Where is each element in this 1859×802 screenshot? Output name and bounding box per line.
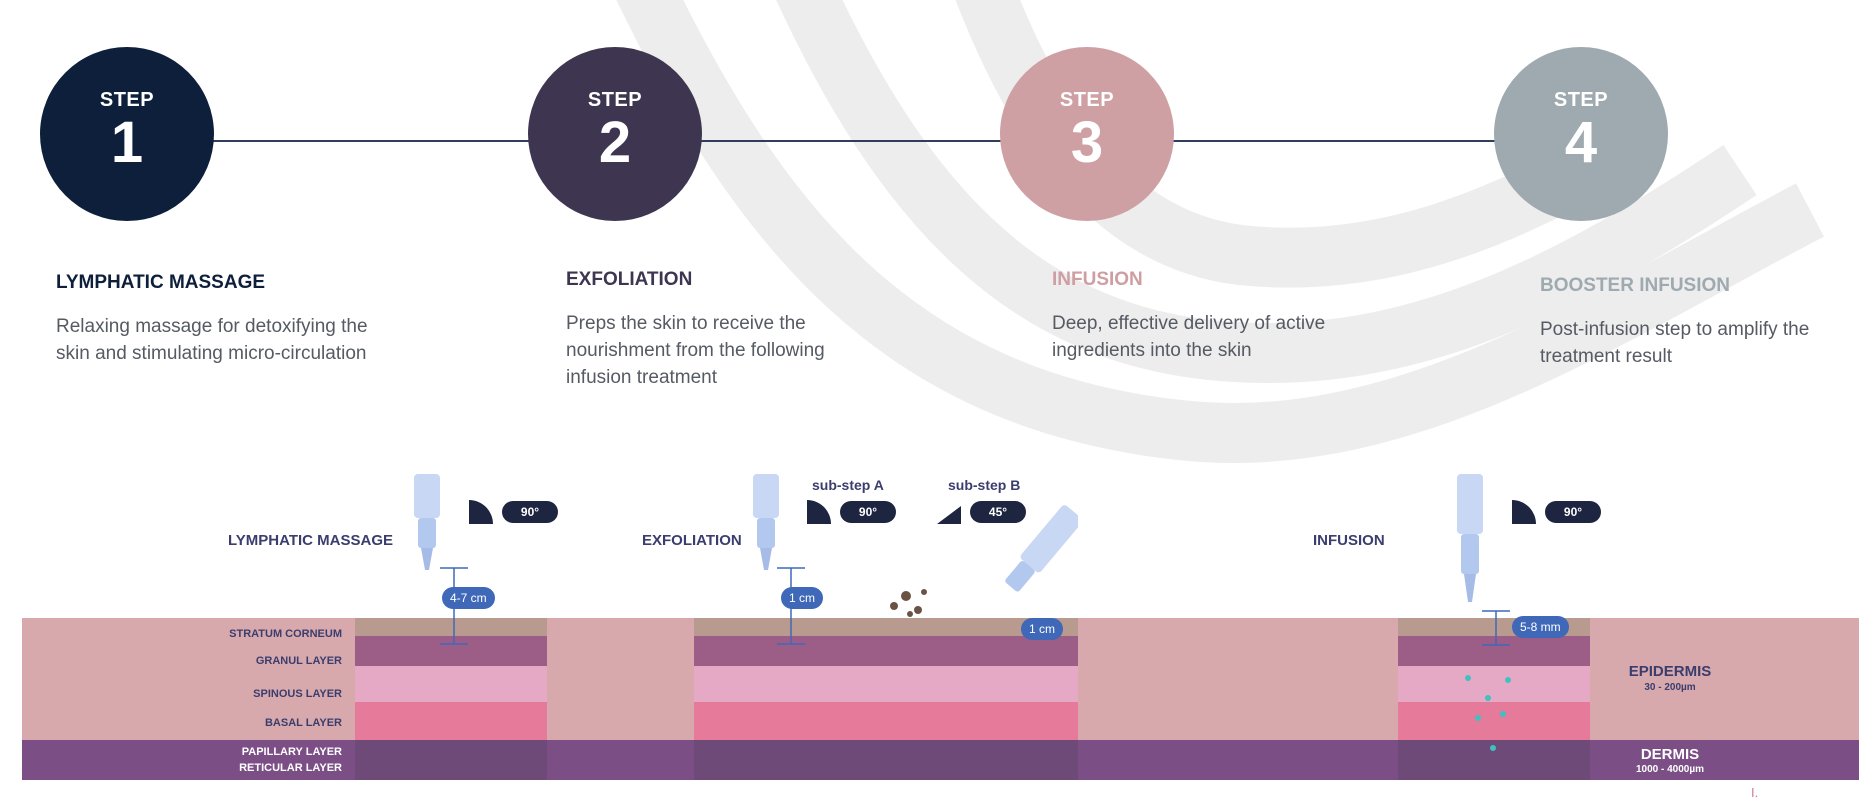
step-1-description: Relaxing massage for detoxifying the ski… [56,316,368,364]
dermis-name: DERMIS [1640,746,1700,763]
step-2-circle: STEP 2 [528,47,702,221]
distance-badge: 4-7 cm [442,587,495,609]
device-nozzle-icon [1457,474,1483,602]
skin-tissue-illustration-1 [355,618,547,780]
step-4-title: BOOSTER INFUSION [1540,275,1731,296]
exfoliation-debris-icon [890,589,927,617]
layer-label-spinous: SPINOUS LAYER [253,688,342,700]
angle-90-icon [1512,500,1536,524]
layer-label-stratum-corneum: STRATUM CORNEUM [229,628,342,640]
angle-badge-b: 45° [970,501,1026,523]
step-3-description: Deep, effective delivery of active ingre… [1052,313,1326,361]
step-1-title: LYMPHATIC MASSAGE [56,272,266,293]
distance-badge-b: 1 cm [1021,618,1064,640]
footer-mark: I. [1751,785,1759,800]
step-2-description: Preps the skin to receive the nourishmen… [566,313,825,388]
step-4-circle: STEP 4 [1494,47,1668,221]
diagram-1-label: LYMPHATIC MASSAGE [228,532,394,549]
step-4-word: STEP [1553,89,1609,111]
epidermis-range: 30 - 200µm [1644,682,1696,693]
step-3-circle: STEP 3 [1000,47,1174,221]
angle-badge: 90° [1545,501,1601,523]
dermis-label: DERMIS 1000 - 4000µm [1610,746,1730,775]
device-nozzle-icon [414,474,440,570]
angle-45-icon [937,506,961,524]
diagram-2-label: EXFOLIATION [642,532,742,549]
step-3-title: INFUSION [1052,269,1143,290]
dermis-range: 1000 - 4000µm [1635,764,1705,775]
step-2-word: STEP [587,89,643,111]
timeline-connector [180,140,1500,142]
skin-tissue-illustration-3 [1398,618,1590,780]
skin-tissue-illustration-2 [694,618,1078,780]
epidermis-label: EPIDERMIS 30 - 200µm [1610,663,1730,693]
epidermis-name: EPIDERMIS [1628,663,1712,680]
layer-label-reticular: RETICULAR LAYER [239,762,342,774]
step-4-number: 4 [1564,110,1598,175]
angle-90-icon [807,500,831,524]
device-nozzle-a-icon [753,474,779,570]
step-2-number: 2 [598,110,632,175]
step-1-word: STEP [99,89,155,111]
layer-label-basal: BASAL LAYER [264,717,342,729]
layer-label-granul: GRANUL LAYER [255,655,342,667]
distance-badge-a: 1 cm [781,587,824,609]
step-4-description: Post-infusion step to amplify the treatm… [1540,319,1810,367]
device-nozzle-b-icon [1005,505,1078,592]
step-1-circle: STEP 1 [40,47,214,221]
angle-90-icon [469,500,493,524]
layer-label-papillary: PAPILLARY LAYER [241,746,342,758]
substep-b-label: sub-step B [948,477,1021,493]
angle-badge: 90° [502,501,558,523]
step-3-number: 3 [1070,110,1104,175]
angle-badge-a: 90° [840,501,896,523]
step-2-title: EXFOLIATION [566,269,693,290]
distance-badge: 5-8 mm [1512,616,1569,638]
distance-arrow-icon [1482,610,1510,646]
diagram-3-label: INFUSION [1313,532,1385,549]
step-1-number: 1 [110,110,144,175]
step-3-word: STEP [1059,89,1115,111]
substep-a-label: sub-step A [812,477,884,493]
